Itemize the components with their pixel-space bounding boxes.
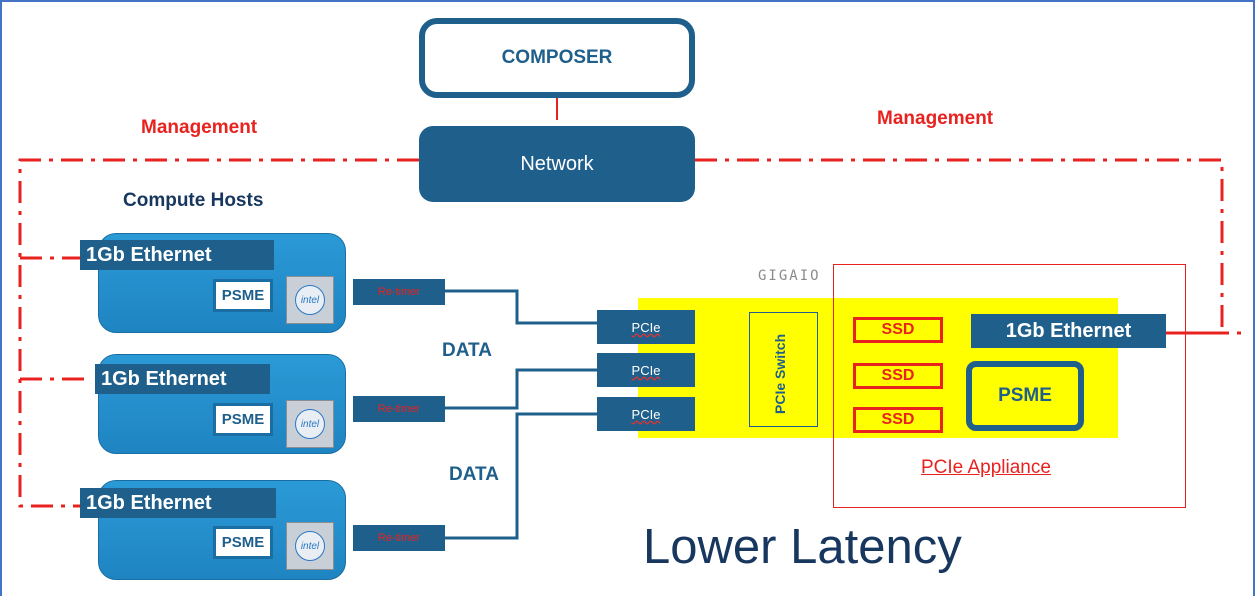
host-2-ethernet: 1Gb Ethernet xyxy=(95,364,270,394)
host-3-psme: PSME xyxy=(213,526,273,559)
pcie-appliance-label: PCIe Appliance xyxy=(921,457,1051,478)
pcie-switch-text: PCIe Switch xyxy=(772,333,788,414)
lower-latency-text: Lower Latency xyxy=(643,520,962,574)
host-2-psme: PSME xyxy=(213,403,273,436)
composer-box: COMPOSER xyxy=(419,18,695,98)
ssd-1: SSD xyxy=(853,317,943,343)
host-1-psme: PSME xyxy=(213,279,273,312)
host-1-retimer: Re-timer xyxy=(353,279,445,305)
data-label-1: DATA xyxy=(442,340,492,361)
ssd-3: SSD xyxy=(853,407,943,433)
data-link-2 xyxy=(445,368,597,410)
pcie-port-1: PCIe xyxy=(597,310,695,344)
pcie-switch: PCIe Switch xyxy=(749,312,818,427)
host-1-cpu-chip: intel xyxy=(286,276,334,324)
appliance-ethernet: 1Gb Ethernet xyxy=(971,314,1166,348)
pcie-port-2: PCIe xyxy=(597,353,695,387)
network-box: Network xyxy=(419,126,695,202)
intel-logo-icon: intel xyxy=(295,531,325,561)
intel-logo-icon: intel xyxy=(295,285,325,315)
host-3-ethernet: 1Gb Ethernet xyxy=(80,488,276,518)
data-link-1 xyxy=(445,289,597,325)
host-2-cpu-chip: intel xyxy=(286,400,334,448)
intel-logo-icon: intel xyxy=(295,409,325,439)
host-3-retimer: Re-timer xyxy=(353,525,445,551)
data-link-3 xyxy=(445,412,597,540)
management-label-right: Management xyxy=(877,108,994,129)
pcie-port-3: PCIe xyxy=(597,397,695,431)
pcie-appliance-outline xyxy=(833,264,1186,508)
management-line-left xyxy=(18,158,419,508)
management-label-left: Management xyxy=(141,117,258,138)
appliance-psme: PSME xyxy=(966,361,1084,431)
host-3-cpu-chip: intel xyxy=(286,522,334,570)
host-1-ethernet: 1Gb Ethernet xyxy=(80,240,274,270)
network-label: Network xyxy=(520,152,594,175)
data-label-2: DATA xyxy=(449,464,499,485)
compute-hosts-label: Compute Hosts xyxy=(123,190,264,211)
host-2-retimer: Re-timer xyxy=(353,396,445,422)
composer-label: COMPOSER xyxy=(501,47,613,68)
management-line-right xyxy=(695,158,1224,335)
ssd-2: SSD xyxy=(853,363,943,389)
gigaio-logo: GIGAIO xyxy=(758,268,821,284)
